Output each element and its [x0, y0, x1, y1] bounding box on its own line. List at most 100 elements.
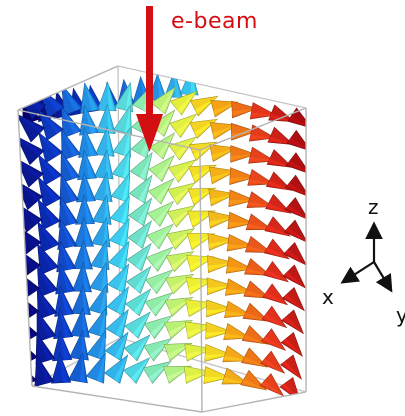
vector-cone-highlight	[284, 249, 306, 266]
vector-cone	[265, 193, 292, 214]
vector-cone	[122, 357, 151, 384]
vector-cone	[263, 238, 290, 260]
vector-cone	[18, 334, 38, 368]
vector-cone	[18, 157, 44, 188]
vector-cone-highlight	[38, 154, 60, 180]
vector-cone-highlight	[120, 195, 130, 225]
vector-cone-highlight	[131, 334, 150, 360]
vector-cone-highlight	[117, 264, 129, 292]
vector-cone-highlight	[191, 68, 196, 95]
vector-cone	[284, 197, 306, 221]
vector-cone-highlight	[83, 217, 92, 247]
vector-cone-highlight	[249, 134, 276, 140]
vector-cone-highlight	[247, 201, 274, 207]
vector-cone-highlight	[104, 172, 110, 202]
vector-cone-highlight	[150, 315, 172, 337]
vector-cone-highlight	[118, 241, 129, 270]
vector-cone-highlight	[210, 193, 236, 204]
vector-cone-highlight	[286, 204, 306, 220]
vector-cone-highlight	[18, 136, 43, 157]
vector-cone-highlight	[37, 243, 57, 271]
vector-cone-highlight	[264, 269, 289, 282]
vector-cone-highlight	[159, 87, 176, 113]
vector-cone-highlight	[101, 240, 107, 270]
vector-cone-highlight	[246, 223, 273, 230]
vector-cone-highlight	[36, 355, 52, 384]
vector-cone-highlight	[83, 195, 93, 224]
cone-arrow-field	[18, 67, 306, 403]
vector-cone-highlight	[36, 332, 53, 361]
vector-cone-highlight	[204, 354, 231, 360]
vector-cone	[240, 347, 269, 368]
vector-cone-highlight	[261, 380, 284, 397]
vector-cone-highlight	[248, 156, 275, 162]
vector-cone-highlight	[124, 105, 131, 135]
vector-cone-highlight	[230, 154, 256, 161]
vector-cone-highlight	[157, 132, 175, 158]
vector-cone-highlight	[231, 131, 257, 139]
vector-cone-highlight	[153, 247, 173, 270]
vector-cone-highlight	[114, 332, 129, 360]
vector-cone-highlight	[125, 82, 131, 112]
vector-cone-highlight	[265, 225, 291, 237]
vector-cone-highlight	[79, 352, 86, 383]
vector-cone-highlight	[174, 159, 196, 181]
vector-cone-highlight	[107, 82, 114, 111]
vector-cone	[280, 332, 303, 357]
vector-cone-highlight	[156, 155, 175, 180]
vector-cone	[240, 369, 268, 391]
vector-cone-highlight	[137, 198, 152, 225]
vector-cone-highlight	[83, 240, 91, 270]
vector-cone-highlight	[38, 132, 61, 157]
vector-cone-highlight	[98, 308, 106, 338]
vector-cone-highlight	[60, 308, 71, 338]
vector-cone	[150, 86, 176, 115]
vector-cone-highlight	[208, 262, 234, 271]
vector-cone	[264, 216, 291, 237]
vector-cone	[282, 264, 306, 289]
vector-cone	[169, 113, 197, 138]
vector-cone	[105, 308, 129, 339]
vector-cone-highlight	[59, 331, 70, 361]
vector-cone-highlight	[84, 127, 96, 157]
vector-cone	[124, 311, 151, 339]
vector-cone	[106, 285, 129, 317]
vector-cone-highlight	[18, 335, 36, 362]
vector-cone-highlight	[107, 104, 113, 134]
vector-cone-highlight	[60, 196, 76, 225]
vector-cone	[125, 288, 152, 317]
z-axis-label: z	[368, 195, 379, 219]
vector-cone-highlight	[60, 219, 75, 248]
vector-cone-highlight	[84, 83, 98, 111]
vector-cone-highlight	[60, 241, 74, 270]
vector-cone	[18, 357, 37, 390]
vector-cone-highlight	[123, 127, 131, 157]
vector-cone-highlight	[121, 173, 130, 202]
vector-cone	[147, 177, 175, 205]
vector-cone-highlight	[83, 262, 90, 292]
vector-cone-highlight	[261, 358, 285, 374]
vector-cone-highlight	[138, 175, 152, 203]
vector-cone-highlight	[81, 307, 88, 338]
e-beam-label: e-beam	[171, 9, 258, 34]
vector-cone	[285, 174, 306, 198]
vector-cone-highlight	[266, 202, 291, 214]
vector-cone	[18, 135, 45, 166]
vector-cone-highlight	[61, 129, 79, 157]
vector-cone-highlight	[18, 291, 37, 316]
vector-cone-highlight	[282, 360, 302, 379]
vector-cone-highlight	[224, 333, 251, 338]
xyz-axes-icon	[340, 221, 393, 293]
vector-cone-highlight	[61, 174, 77, 202]
vector-cone-highlight	[288, 115, 306, 129]
vector-cone-highlight	[206, 308, 233, 315]
vector-cone-highlight	[100, 262, 107, 292]
vector-cone-highlight	[205, 331, 232, 338]
vector-cone-highlight	[37, 199, 58, 225]
vector-cone-highlight	[288, 138, 306, 151]
vector-cone-highlight	[149, 338, 172, 360]
vector-cone-highlight	[263, 314, 287, 328]
vector-cone	[145, 246, 174, 272]
vector-cone	[260, 350, 286, 374]
